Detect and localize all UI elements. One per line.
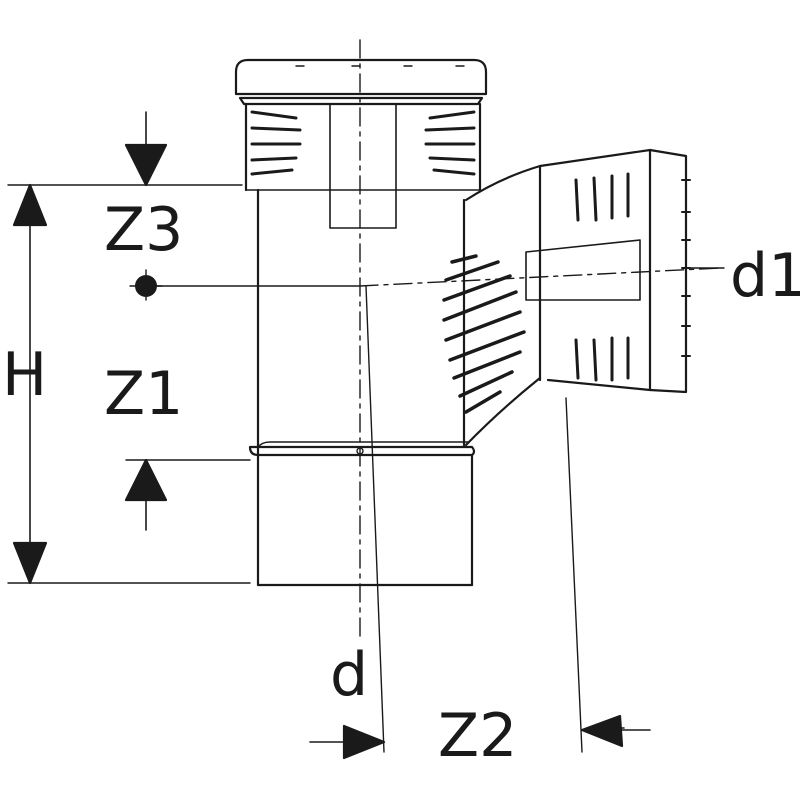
label-z1: Z1 (104, 359, 184, 429)
label-h: H (2, 340, 48, 410)
dimension-z1-arrow (124, 458, 251, 531)
dimension-d-leader (309, 285, 386, 760)
dimension-z2 (565, 397, 651, 753)
spigot-ring (248, 441, 476, 457)
main-pipe-body (256, 188, 474, 587)
center-lines (359, 39, 721, 641)
label-z2: Z2 (438, 701, 518, 771)
label-d1: d1 (730, 241, 800, 311)
branch-outlet (442, 148, 691, 447)
crosshair (129, 269, 163, 301)
dimension-h (7, 183, 251, 585)
dimension-z3-arrow (124, 111, 168, 187)
top-socket (234, 58, 488, 229)
label-z3: Z3 (104, 195, 184, 265)
label-d: d (330, 640, 369, 710)
